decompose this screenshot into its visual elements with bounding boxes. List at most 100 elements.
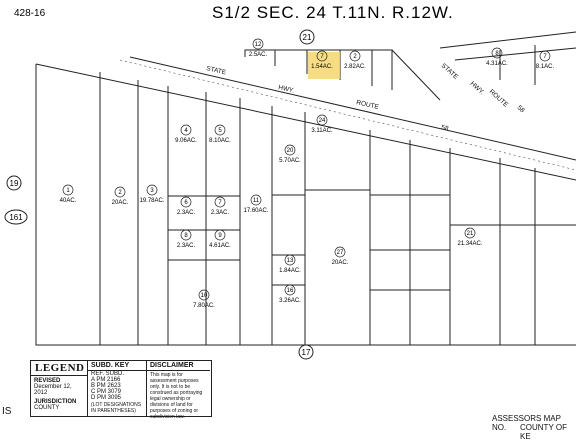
parcel-acreage: 40AC. — [60, 198, 77, 204]
parcel-number-circle — [214, 124, 226, 136]
legend-title: LEGEND — [31, 361, 87, 376]
subd-note: (LOT DESIGNATIONS IN PARENTHESES) — [91, 402, 142, 414]
parcel-number: 7 — [320, 54, 324, 60]
parcel-number: 27 — [337, 250, 344, 256]
road-label: STATE — [206, 65, 228, 76]
highway-edge-north — [129, 56, 576, 161]
parcel-acreage: 19.78AC. — [139, 198, 164, 204]
parcel-acreage: 2.82AC. — [344, 64, 366, 70]
parcel-acreage: 20AC. — [332, 260, 349, 266]
parcel-number: 7 — [543, 54, 547, 60]
parcel-number: 13 — [287, 258, 294, 264]
parcel-number-circle — [349, 50, 361, 62]
parcel-number: 4 — [184, 128, 188, 134]
road-label: HWY. — [469, 80, 486, 96]
parcel-acreage: 20AC. — [112, 200, 129, 206]
parcel-acreage: 1.54AC. — [311, 64, 333, 70]
parcel-acreage: 4.31AC. — [486, 61, 508, 67]
parcel-acreage: 3.26AC. — [279, 298, 301, 304]
parcel-acreage: 1.84AC. — [279, 268, 301, 274]
parcel-number: 24 — [319, 118, 326, 124]
parcel-number: 9 — [218, 233, 222, 239]
parcel-number: 20 — [287, 148, 294, 154]
parcel-number-circle — [62, 184, 74, 196]
parcel-acreage: 21.34AC. — [457, 241, 482, 247]
subd-entry: D PM 3095 — [91, 395, 122, 401]
parcel-number-circle — [316, 50, 328, 62]
boundary-markers: 21 19 17 161 — [4, 29, 315, 360]
parcel-number: 2 — [118, 190, 122, 196]
parcel-boundary — [35, 64, 576, 346]
parcel-number: 3 — [150, 188, 154, 194]
parcel-number-circle — [180, 229, 192, 241]
parcel-number-circle — [316, 114, 328, 126]
lot-lines — [99, 72, 576, 345]
parcel-number-circle — [250, 194, 262, 206]
parcel-map: 428-16 S1/2 SEC. 24 T.11N. R.12W. — [4, 3, 576, 360]
subd-entry: A PM 2166 — [91, 377, 121, 383]
road-label: ROUTE — [488, 88, 510, 109]
assessor-map-label: ASSESSORS MAP NO. — [492, 414, 561, 432]
parcel-acreage: 2.5AC. — [249, 52, 268, 58]
parcel-number-circle — [146, 184, 158, 196]
road-label: ROUTE — [356, 99, 380, 111]
parcel-number-circle — [284, 254, 296, 266]
parcel-number: 8 — [495, 51, 499, 57]
legend-box: LEGEND REVISED December 12, 2012 JURISDI… — [30, 360, 212, 420]
parcel-number: 8 — [184, 233, 188, 239]
parcel-number-circle — [214, 196, 226, 208]
parcel-number: 2 — [353, 54, 357, 60]
parcel-number-circle — [464, 227, 476, 239]
parcel-acreage: 5.70AC. — [279, 158, 301, 164]
parcel-number: 1 — [66, 188, 70, 194]
subd-entry: B PM 2623 — [91, 383, 121, 389]
subd-entry: REF. SUBD. — [91, 371, 125, 377]
parcel-acreage: 8.10AC. — [209, 138, 231, 144]
highway-edge-south — [35, 63, 576, 181]
parcel-number: 7 — [218, 200, 222, 206]
parcel-number-circle — [284, 284, 296, 296]
circled-number: 21 — [303, 33, 312, 42]
parcel-acreage: 9.06AC. — [175, 138, 197, 144]
parcel-acreage: 17.60AC. — [243, 208, 268, 214]
parcel-number-circle — [539, 50, 551, 62]
parcel-acreage: 2.3AC. — [211, 210, 230, 216]
circled-number: 19 — [10, 179, 19, 188]
parcel-acreage: 2.3AC. — [177, 210, 196, 216]
route-58-label-right: STATE HWY. ROUTE 58 — [440, 62, 526, 114]
parcel-number-circle — [180, 196, 192, 208]
circled-number: 161 — [9, 213, 23, 222]
parcel-acreage: 8.1AC. — [536, 64, 555, 70]
page-number: 428-16 — [14, 8, 46, 19]
parcel-number-circle — [284, 144, 296, 156]
circled-number: 17 — [302, 348, 311, 357]
parcel-number: 12 — [255, 42, 262, 48]
parcel-acreage: 2.3AC. — [177, 243, 196, 249]
parcel-number: 11 — [253, 198, 260, 204]
parcel-acreage: 3.11AC. — [311, 128, 333, 134]
jurisdiction-label: JURISDICTION — [34, 399, 77, 405]
parcel-number-circle — [252, 38, 264, 50]
parcel-labels: 1 40AC. 2 20AC. 3 19.78AC. 4 9.06AC. 5 8.10AC. 6 2.… — [60, 38, 555, 309]
parcel-number: 21 — [467, 231, 474, 237]
parcel-number-circle — [214, 229, 226, 241]
parcel-acreage: 4.61AC. — [209, 243, 231, 249]
parcel-number-circle — [334, 246, 346, 258]
disclaimer-text: This map is for assessment purposes only… — [150, 372, 203, 420]
highway-centerline — [119, 59, 576, 171]
subd-key-title: SUBD. KEY — [88, 361, 146, 371]
parcel-number: 5 — [218, 128, 222, 134]
road-label: HWY. — [278, 84, 295, 94]
parcel-number: 6 — [184, 200, 188, 206]
highlighted-parcel[interactable] — [308, 52, 340, 79]
parcel-number: 10 — [201, 293, 208, 299]
jurisdiction-value: COUNTY — [34, 405, 60, 411]
parcel-number-circle — [198, 289, 210, 301]
road-label: STATE — [440, 62, 460, 81]
disclaimer-title: DISCLAIMER — [147, 361, 210, 371]
map-title: S1/2 SEC. 24 T.11N. R.12W. — [212, 3, 454, 22]
revised-label: REVISED — [34, 378, 61, 384]
parcel-number-circle — [114, 186, 126, 198]
left-code: IS — [2, 406, 12, 417]
parcel-number: 16 — [287, 288, 294, 294]
